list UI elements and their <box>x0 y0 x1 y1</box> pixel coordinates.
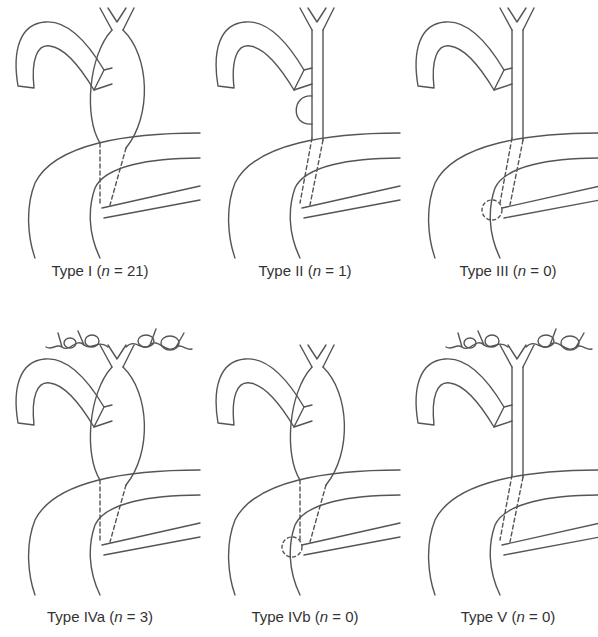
sample-size-symbol: n <box>517 608 525 625</box>
sample-size-symbol: n <box>313 262 321 279</box>
sample-size-symbol: n <box>320 608 328 625</box>
type-caption: Type IVa (n = 3) <box>47 608 153 625</box>
sample-size-symbol: n <box>101 262 109 279</box>
type-caption: Type IVb (n = 0) <box>251 608 358 625</box>
sample-size-symbol: n <box>114 608 122 625</box>
type-caption: Type II (n = 1) <box>259 262 352 279</box>
type-caption: Type V (n = 0) <box>461 608 556 625</box>
type-caption: Type I (n = 21) <box>51 262 148 279</box>
sample-size-symbol: n <box>518 262 526 279</box>
type-caption: Type III (n = 0) <box>459 262 556 279</box>
